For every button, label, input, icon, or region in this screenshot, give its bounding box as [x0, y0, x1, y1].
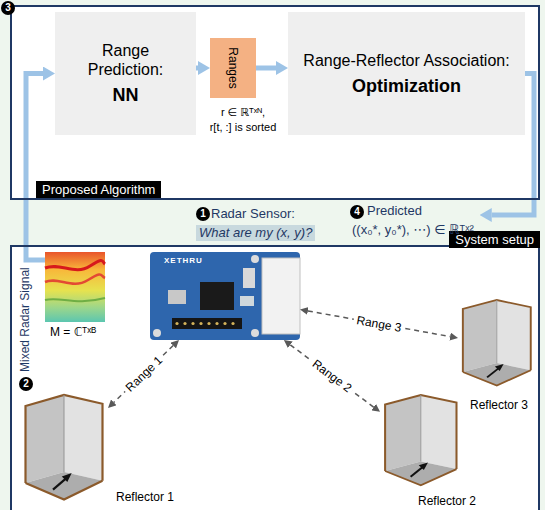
- box-body: NN: [113, 85, 139, 106]
- radar-board: [240, 296, 254, 306]
- edge-label: Range 1: [120, 351, 167, 397]
- reflector: Reflector 2: [380, 395, 462, 490]
- spectrogram-image: [45, 252, 105, 322]
- callout-number: 4: [350, 205, 364, 219]
- math-text: r ∈ ℝᵀˣᴺ,: [221, 106, 265, 119]
- radar-board: [262, 258, 300, 334]
- radar-board: [223, 322, 226, 325]
- radar-board: [215, 322, 218, 325]
- spectrogram-image: [45, 252, 105, 322]
- edge-label: Range 2: [307, 355, 357, 397]
- panel-tag: Proposed Algorithm: [36, 181, 161, 198]
- radar-board: [153, 329, 161, 337]
- radar-board: [199, 322, 202, 325]
- radar-board: [251, 329, 259, 337]
- algorithm-panel: Proposed AlgorithmRange Prediction:NNRan…: [10, 5, 540, 200]
- panel-ground: [10, 245, 540, 510]
- edge-label: Range 3: [352, 312, 405, 335]
- output-heading: Predicted: [367, 203, 422, 219]
- reflector-label: Reflector 3: [470, 398, 528, 412]
- reflector: Reflector 1: [20, 395, 108, 505]
- flow-arrow: [196, 66, 198, 71]
- reflector-label: Reflector 1: [116, 490, 174, 504]
- math-text: r[t, :] is sorted: [210, 121, 277, 134]
- callout-number: 1: [196, 207, 210, 221]
- radar-sensor: Radar Sensor:What are my (x, y)?: [150, 252, 300, 340]
- process-box: Range-Reflector Association: Optimization: [288, 12, 525, 135]
- range-arrow: [290, 345, 373, 407]
- board-brand: XETHRU: [164, 256, 203, 266]
- spectrogram-image: [45, 298, 105, 301]
- radar-board: [172, 318, 242, 329]
- box-heading: Range Prediction:: [63, 41, 188, 79]
- range-arrow: [114, 346, 173, 403]
- process-box: Range Prediction: NN: [55, 12, 196, 135]
- flow-arrow: [256, 66, 276, 71]
- radar-board: [168, 290, 186, 304]
- data-box: Ranges: [210, 38, 256, 98]
- callout-number: 3: [1, 1, 15, 15]
- radar-board: [150, 252, 300, 340]
- math-text: ((x₀*, y₀*), ⋯) ∈ ℝᵀˣ²: [352, 222, 474, 238]
- radar-board: [200, 282, 234, 310]
- flow-arrow: [26, 74, 45, 261]
- radar-board: [191, 322, 194, 325]
- spectrogram-image: [45, 260, 105, 269]
- signal-title: Mixed Radar Signal: [18, 267, 33, 372]
- spectrogram-image: [45, 274, 105, 283]
- radar-board: [231, 322, 234, 325]
- setup-panel: System setupRadar Sensor:What are my (x,…: [10, 245, 540, 510]
- box-label: Ranges: [226, 47, 240, 88]
- panel-ground: [10, 5, 540, 200]
- reflector: Reflector 3: [458, 300, 536, 390]
- sensor-heading: Radar Sensor:: [211, 206, 295, 222]
- radar-board: [207, 322, 210, 325]
- reflector-picture: [385, 395, 456, 485]
- box-body: Optimization: [352, 76, 461, 97]
- reflector-picture: [463, 300, 531, 386]
- reflector-picture: [26, 395, 103, 500]
- callout-number: 2: [19, 377, 33, 391]
- radar-board: [175, 322, 234, 325]
- radar-board: [243, 268, 255, 288]
- radar-board: [251, 255, 259, 263]
- box-heading: Range-Reflector Association:: [303, 51, 509, 70]
- radar-board: [183, 322, 186, 325]
- reflector-label: Reflector 2: [418, 494, 476, 508]
- radar-board: [150, 252, 300, 340]
- radar-board: [175, 322, 178, 325]
- math-text: M = ℂᵀˣᴮ: [50, 325, 96, 339]
- sensor-question: What are my (x, y)?: [196, 225, 315, 241]
- range-arrow: [308, 311, 450, 337]
- radar-spectrogram: Mixed Radar SignalM = ℂᵀˣᴮ: [45, 252, 105, 322]
